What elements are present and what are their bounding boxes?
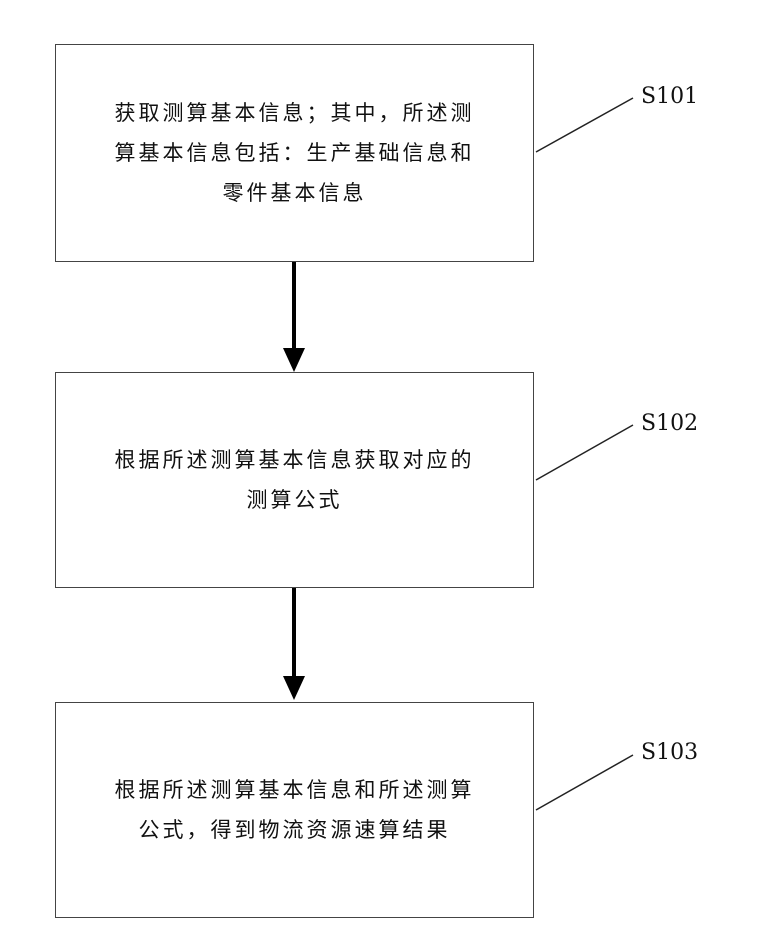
leader-line-s102 [536, 425, 633, 480]
arrowhead-s103 [283, 676, 305, 700]
leader-line-s101 [536, 98, 633, 152]
arrowhead-s102 [283, 348, 305, 372]
leader-line-s103 [536, 755, 633, 810]
